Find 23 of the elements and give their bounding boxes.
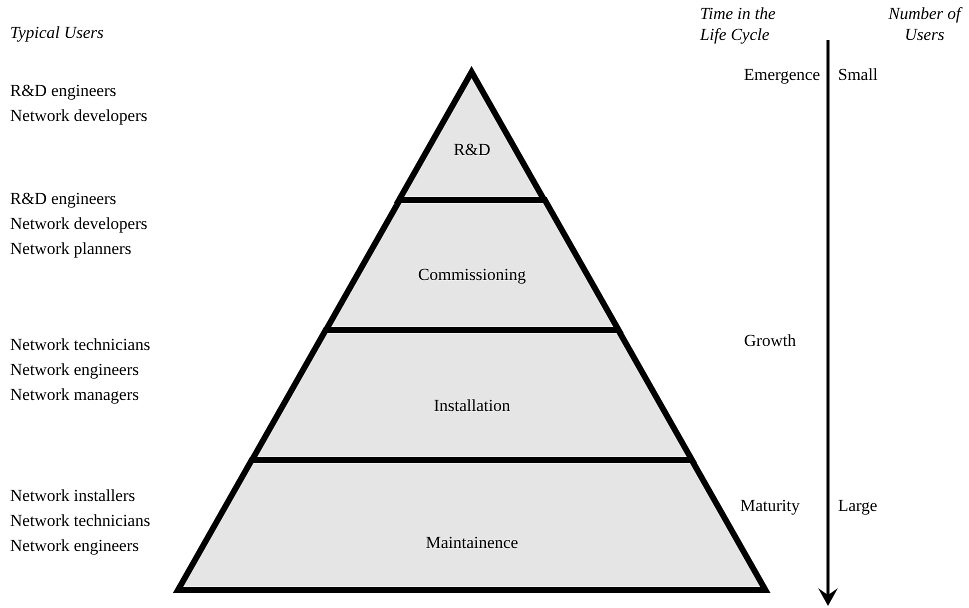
user-type: R&D engineers [10, 188, 116, 210]
user-type: Network planners [10, 238, 132, 260]
user-type: Network managers [10, 384, 139, 406]
user-type: Network engineers [10, 535, 139, 557]
user-type: Network technicians [10, 334, 150, 356]
scale-label: Growth [743, 330, 797, 352]
user-type: Network installers [10, 485, 136, 507]
user-type: Network developers [10, 213, 148, 235]
user-type: Network technicians [10, 510, 150, 532]
scale-label: Small [838, 64, 879, 86]
scale-label: Emergence [742, 64, 820, 86]
column-heading: Time in the Life Cycle [700, 3, 777, 45]
scale-label: Maturity [739, 495, 801, 517]
tier-label: Commissioning [417, 265, 527, 285]
tier-label: Maintainence [424, 533, 520, 553]
column-heading: Typical Users [10, 22, 104, 44]
user-type: Network developers [10, 105, 148, 127]
user-type: Network engineers [10, 359, 139, 381]
tier-label: R&D [452, 140, 492, 160]
tier-label: Installation [432, 396, 512, 416]
column-heading: Number of Users [887, 3, 964, 45]
scale-label: Large [838, 495, 878, 517]
user-type: R&D engineers [10, 80, 116, 102]
